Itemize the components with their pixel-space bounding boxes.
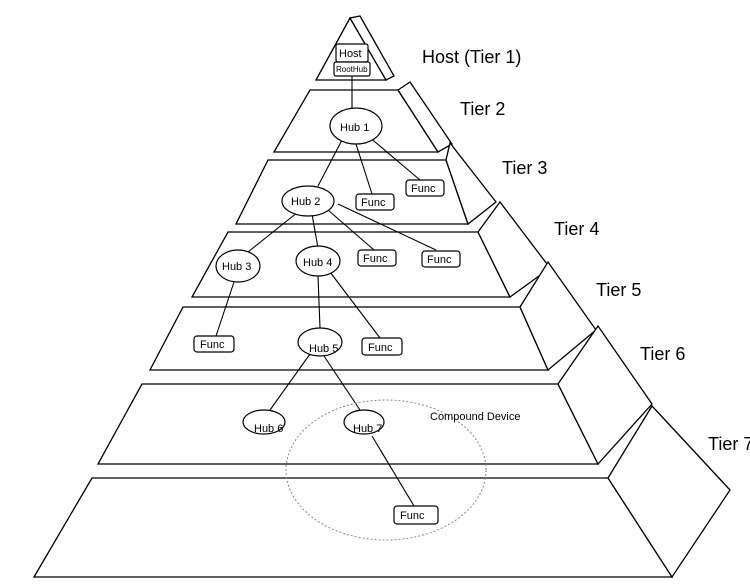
edge-hub1-hub2 xyxy=(317,139,343,187)
edge-hub5-hub6 xyxy=(269,353,311,411)
function-tier4-b: Func xyxy=(421,250,461,268)
func-label: Func xyxy=(368,342,393,354)
edge-hub1-func-a xyxy=(355,143,373,195)
func-label: Func xyxy=(400,510,425,522)
edge-hub1-func-b xyxy=(367,135,421,181)
function-tier3-b: Func xyxy=(405,179,445,197)
function-tier5-b: Func xyxy=(361,337,403,356)
tier-7-label: Tier 7 xyxy=(708,434,750,454)
function-tier7: Func xyxy=(393,505,439,525)
hub-4: Hub 4 xyxy=(295,245,341,277)
edge-hub7-func-g xyxy=(371,435,415,507)
tier-5-label: Tier 5 xyxy=(596,280,641,300)
tier-7-layer xyxy=(32,404,731,579)
topology-edges xyxy=(215,76,437,507)
edge-hub2-hub3 xyxy=(247,211,299,253)
function-tier3-a: Func xyxy=(355,193,395,211)
function-tier5-a: Func xyxy=(193,335,235,353)
tier-5-layer xyxy=(148,260,597,372)
edge-hub3-func-e xyxy=(215,281,235,337)
hub-6-label: Hub 6 xyxy=(254,423,283,435)
tier-6-label: Tier 6 xyxy=(640,344,685,364)
edge-hub5-hub7 xyxy=(323,355,361,411)
edge-hub4-func-f xyxy=(329,271,381,339)
tier-4-label: Tier 4 xyxy=(554,219,599,239)
hub-5-label: Hub 5 xyxy=(309,343,338,355)
edge-hub4-hub5 xyxy=(317,275,321,329)
host-label: Host xyxy=(339,48,362,60)
hub-3: Hub 3 xyxy=(215,249,261,283)
edge-hub2-hub4 xyxy=(311,213,319,249)
hub-4-label: Hub 4 xyxy=(303,257,332,269)
tier-2-label: Tier 2 xyxy=(460,99,505,119)
func-label: Func xyxy=(411,183,436,195)
hub-7: Hub 7 xyxy=(343,409,385,435)
tier-3-layer xyxy=(234,141,497,226)
host-node: Host RootHub xyxy=(333,43,371,77)
func-label: Func xyxy=(363,253,388,265)
tier-3-label: Tier 3 xyxy=(502,158,547,178)
function-tier4-a: Func xyxy=(357,249,397,267)
roothub-label: RootHub xyxy=(336,65,368,74)
hub-2: Hub 2 xyxy=(281,185,335,217)
hub-2-label: Hub 2 xyxy=(291,196,320,208)
hub-3-label: Hub 3 xyxy=(222,261,251,273)
hub-1-label: Hub 1 xyxy=(340,122,369,134)
func-label: Func xyxy=(427,254,452,266)
hub-1: Hub 1 xyxy=(329,107,383,145)
hub-7-label: Hub 7 xyxy=(353,423,382,435)
hub-6: Hub 6 xyxy=(242,409,286,435)
edge-hub2-func-d xyxy=(337,203,437,251)
tier-1-label: Host (Tier 1) xyxy=(422,47,521,67)
func-label: Func xyxy=(200,339,225,351)
hub-5: Hub 5 xyxy=(297,327,343,357)
func-label: Func xyxy=(361,197,386,209)
compound-device-outline xyxy=(285,399,487,541)
edge-hub2-func-c xyxy=(327,209,375,251)
compound-device-label: Compound Device xyxy=(430,411,521,423)
